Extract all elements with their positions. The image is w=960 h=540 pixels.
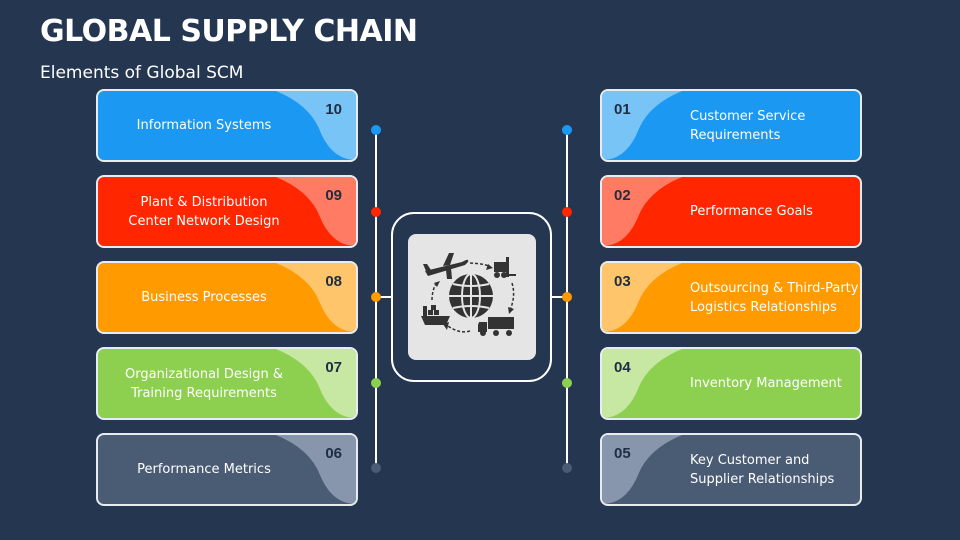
- right-card-01: 01 Customer Service Requirements: [600, 89, 862, 162]
- arrow-heads-icon: [434, 264, 514, 330]
- card-number: 04: [614, 359, 631, 376]
- page-title: GLOBAL SUPPLY CHAIN: [40, 14, 418, 49]
- card-number: 02: [614, 187, 631, 204]
- card-number: 05: [614, 445, 631, 462]
- card-number: 06: [325, 445, 342, 462]
- card-number: 01: [614, 101, 631, 118]
- card-label: Business Processes: [141, 290, 267, 305]
- card-tab-shape: [602, 349, 682, 418]
- card-tab-shape: [276, 435, 356, 504]
- card-tab-shape: [602, 177, 682, 246]
- right-connector-dot-1: [562, 125, 572, 135]
- card-tab-shape: [276, 349, 356, 418]
- card-label: Key Customer and Supplier Relationships: [690, 452, 835, 487]
- left-card-07: 07 Organizational Design & Training Requi…: [96, 347, 358, 420]
- card-label: Organizational Design & Training Require…: [125, 366, 283, 401]
- card-label: Information Systems: [136, 118, 272, 133]
- airplane-icon: [423, 253, 469, 279]
- global-logistics-icon: [421, 253, 516, 336]
- left-connector-dot-2: [371, 207, 381, 217]
- card-tab-shape: [276, 91, 356, 160]
- card-tab-shape: [276, 263, 356, 332]
- card-label: Outsourcing & Third-Party Logistics Rela…: [690, 280, 859, 315]
- right-connector-dot-5: [562, 463, 572, 473]
- card-label: Performance Goals: [690, 204, 813, 219]
- card-number: 03: [614, 273, 631, 290]
- card-label: Performance Metrics: [137, 462, 271, 477]
- card-number: 07: [325, 359, 342, 376]
- card-tab-shape: [602, 91, 682, 160]
- globe-icon: [449, 273, 493, 319]
- card-tab-shape: [276, 177, 356, 246]
- left-card-09: 09 Plant & Distribution Center Network De…: [96, 175, 358, 248]
- cargo-ship-icon: [421, 305, 450, 325]
- right-connector-dot-4: [562, 378, 572, 388]
- card-label: Customer Service Requirements: [690, 108, 806, 143]
- right-card-03: 03 Outsourcing & Third-Party Logistics Re…: [600, 261, 862, 334]
- card-label: Inventory Management: [690, 376, 842, 391]
- card-number: 08: [325, 273, 342, 290]
- right-card-05: 05 Key Customer and Supplier Relationship…: [600, 433, 862, 506]
- truck-icon: [478, 317, 514, 336]
- left-connector-dot-1: [371, 125, 381, 135]
- forklift-icon: [494, 257, 516, 278]
- right-connector-dot-3: [562, 292, 572, 302]
- left-connector-dot-4: [371, 378, 381, 388]
- card-label: Plant & Distribution Center Network Desi…: [128, 194, 280, 229]
- card-number: 10: [325, 101, 342, 118]
- card-number: 09: [325, 187, 342, 204]
- card-tab-shape: [602, 435, 682, 504]
- left-connector-dot-5: [371, 463, 381, 473]
- right-connector-dot-2: [562, 207, 572, 217]
- page-subtitle: Elements of Global SCM: [40, 63, 244, 83]
- left-connector-dot-3: [371, 292, 381, 302]
- card-tab-shape: [602, 263, 682, 332]
